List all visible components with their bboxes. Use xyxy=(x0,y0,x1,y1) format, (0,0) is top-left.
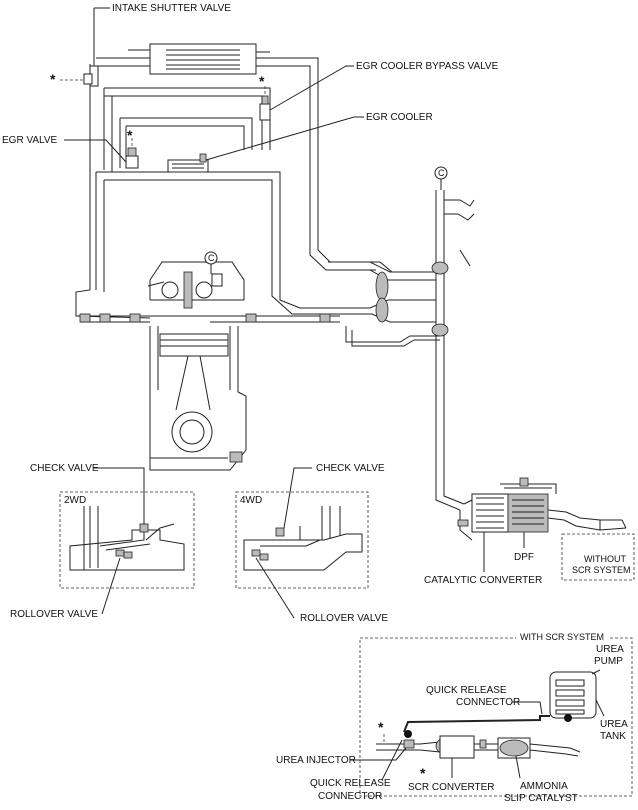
fuel-tank-4wd xyxy=(243,506,363,571)
box-4wd xyxy=(235,491,369,589)
c-marker-engine-text: C xyxy=(208,253,215,263)
label-dpf: DPF xyxy=(514,552,534,563)
engine xyxy=(147,261,247,471)
label-ammonia-1: AMMONIA xyxy=(520,781,568,792)
leader-quick-release-bottom xyxy=(381,739,403,781)
label-urea-pump-1: UREA xyxy=(596,644,624,655)
intake-shutter-valve xyxy=(60,7,110,87)
egr-cooler-bypass-valve xyxy=(259,65,354,121)
label-without-scr-1: WITHOUT xyxy=(584,554,626,564)
leader-urea-pump xyxy=(591,669,601,675)
c-marker-top-text: C xyxy=(438,168,445,178)
label-quick-release-bottom-1: QUICK RELEASE xyxy=(310,778,391,789)
label-quick-release-top-1: QUICK RELEASE xyxy=(426,685,507,696)
label-urea-tank-2: TANK xyxy=(600,731,626,742)
label-egr-cooler-bypass-valve: EGR COOLER BYPASS VALVE xyxy=(356,61,499,72)
leader-quick-release-top xyxy=(512,701,543,715)
scr-exhaust xyxy=(376,735,581,759)
label-rollover-valve-left: ROLLOVER VALVE xyxy=(10,609,98,620)
asterisk-scr-1: * xyxy=(378,719,384,735)
label-urea-tank-1: UREA xyxy=(600,719,628,730)
label-rollover-valve-right: ROLLOVER VALVE xyxy=(300,613,388,624)
asterisk-intake-shutter: * xyxy=(50,71,56,87)
asterisk-scr-2: * xyxy=(420,765,426,781)
label-4wd: 4WD xyxy=(240,495,262,506)
c-marker-top xyxy=(434,166,448,190)
leader-check-valve-right xyxy=(283,467,312,529)
label-check-valve-right: CHECK VALVE xyxy=(316,463,385,474)
egr-cooler xyxy=(167,116,364,173)
leader-rollover-valve-left xyxy=(101,557,121,615)
exhaust-piping xyxy=(328,190,475,511)
label-egr-valve: EGR VALVE xyxy=(2,135,58,146)
leader-urea-injector xyxy=(350,747,407,761)
dpf-catalytic-unit xyxy=(457,477,627,541)
label-urea-pump-2: PUMP xyxy=(594,656,623,667)
label-quick-release-top-2: CONNECTOR xyxy=(456,697,520,708)
fuel-tank-2wd xyxy=(69,506,185,571)
without-scr-box xyxy=(561,533,635,581)
leader-urea-tank xyxy=(595,699,605,717)
label-urea-injector: UREA INJECTOR xyxy=(276,755,356,766)
with-scr-box xyxy=(359,637,633,797)
leader-ammonia-catalyst xyxy=(515,755,521,779)
asterisk-egr-valve: * xyxy=(127,127,133,143)
urea-line xyxy=(403,714,572,738)
c-marker-engine xyxy=(204,251,218,274)
leader-check-valve-left xyxy=(94,467,145,524)
egr-valve xyxy=(64,138,139,169)
label-catalytic-converter: CATALYTIC CONVERTER xyxy=(424,575,542,586)
label-check-valve-left: CHECK VALVE xyxy=(30,463,99,474)
label-quick-release-bottom-2: CONNECTOR xyxy=(318,791,382,802)
urea-tank-pump xyxy=(549,671,597,719)
label-with-scr-system: WITH SCR SYSTEM xyxy=(520,632,604,642)
label-ammonia-2: SLIP CATALYST xyxy=(504,793,578,804)
box-2wd xyxy=(59,491,195,589)
asterisk-bypass-valve: * xyxy=(259,73,265,89)
label-egr-cooler: EGR COOLER xyxy=(366,112,433,123)
label-2wd: 2WD xyxy=(64,495,86,506)
intake-egr-piping xyxy=(75,43,393,323)
label-scr-converter: SCR CONVERTER xyxy=(408,782,495,793)
label-intake-shutter-valve: INTAKE SHUTTER VALVE xyxy=(112,3,231,14)
leader-rollover-valve-right xyxy=(255,557,295,619)
label-without-scr-2: SCR SYSTEM xyxy=(572,565,631,575)
